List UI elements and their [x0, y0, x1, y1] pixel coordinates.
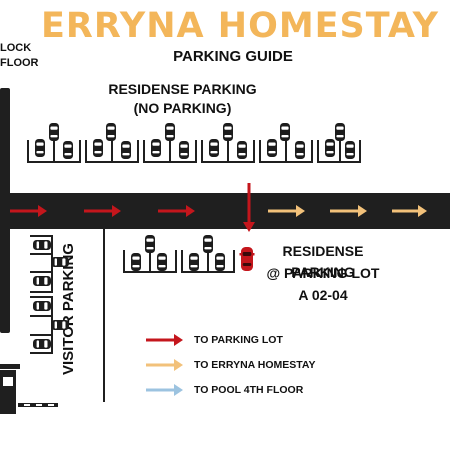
residence-no-parking-note: (NO PARKING) [133, 100, 232, 116]
block-label-line2: FLOOR [0, 57, 39, 69]
legend-arrow-pool [146, 384, 183, 396]
legend-label-pool: TO POOL 4TH FLOOR [194, 384, 304, 396]
legend-label-homestay: TO ERRYNA HOMESTAY [194, 359, 316, 371]
legend-label-parking-lot: TO PARKING LOT [194, 334, 283, 346]
legend-arrow-parking-lot [146, 334, 183, 346]
parked-car [237, 141, 247, 159]
parked-car [33, 301, 51, 311]
parked-car [215, 253, 225, 271]
residence-lot-code: A 02-04 [298, 287, 348, 303]
block-label-line1: LOCK [0, 42, 32, 54]
visitor-parking-slots [30, 235, 53, 354]
parked-car [33, 240, 51, 250]
residence-no-parking-title: RESIDENSE PARKING [108, 81, 257, 97]
parked-car [223, 123, 233, 141]
parked-car [33, 339, 51, 349]
residence-no-parking-row [27, 140, 361, 163]
residence-lot-location: @ PARKING LOT [266, 265, 380, 281]
parked-car [325, 139, 335, 157]
route-arrows-red [10, 183, 255, 232]
residence-lot-row [123, 250, 235, 273]
parked-car [209, 139, 219, 157]
parked-car [63, 141, 73, 159]
main-road [0, 193, 450, 229]
parked-car [49, 123, 59, 141]
parked-car [51, 257, 69, 267]
parked-car [33, 276, 51, 286]
parked-car [35, 139, 45, 157]
legend-arrow-homestay [146, 359, 183, 371]
guard-house-icon [0, 364, 20, 414]
parked-car [189, 253, 199, 271]
parked-car [203, 235, 213, 253]
parked-car [179, 141, 189, 159]
parked-car [51, 320, 69, 330]
parked-car [295, 141, 305, 159]
brand-title: ERRYNA HOMESTAY [40, 6, 440, 46]
route-arrows-orange [268, 205, 427, 217]
parked-car [106, 123, 116, 141]
page-subtitle: PARKING GUIDE [173, 48, 293, 65]
parked-car [145, 235, 155, 253]
parked-car [121, 141, 131, 159]
parked-car [131, 253, 141, 271]
parked-car [93, 139, 103, 157]
target-car-icon [239, 247, 255, 271]
residence-lot-cars [131, 235, 225, 271]
parked-car [165, 123, 175, 141]
residence-lot-title: RESIDENSE PARKING [282, 243, 364, 280]
parked-car [335, 123, 345, 141]
parked-car [157, 253, 167, 271]
parked-car [267, 139, 277, 157]
parked-car [151, 139, 161, 157]
parked-car [280, 123, 290, 141]
parked-car [345, 141, 355, 159]
